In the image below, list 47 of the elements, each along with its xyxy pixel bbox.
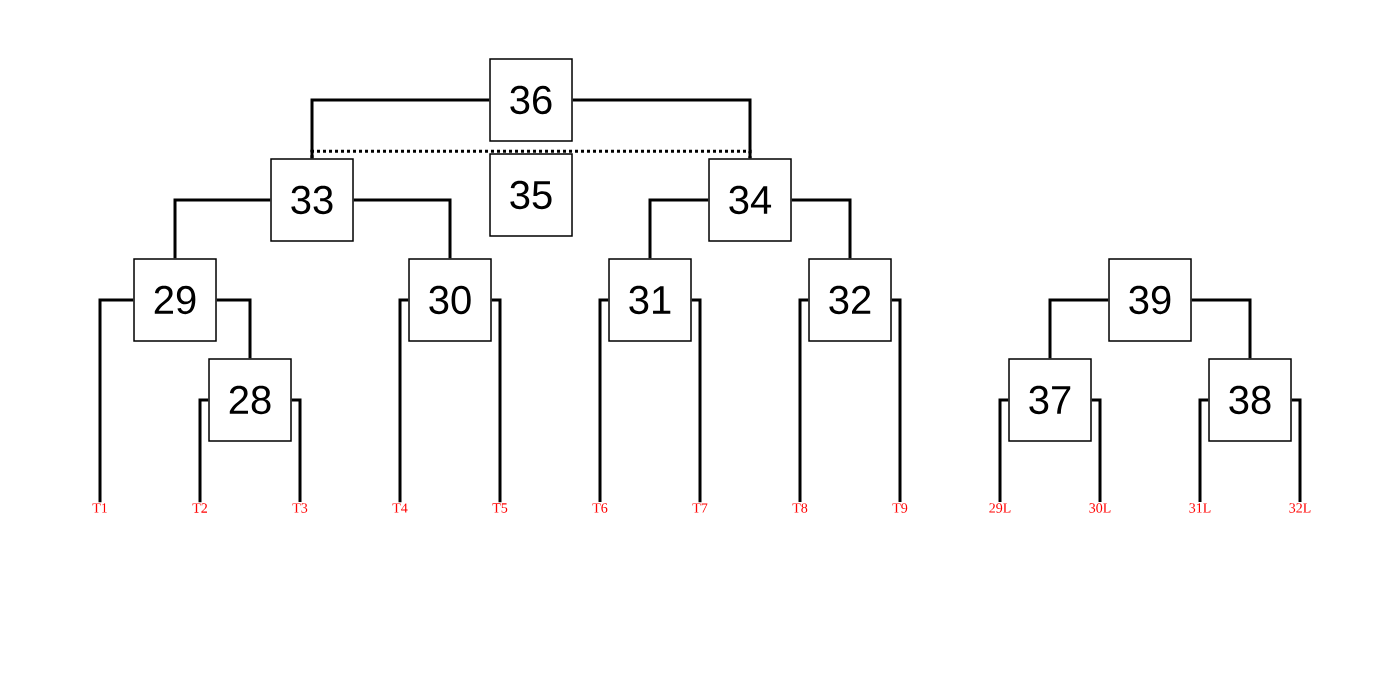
leaf-label: T4 [392,503,408,513]
connector-line [798,298,809,503]
leaf-label: 30L [1089,503,1111,513]
leaf-label: 31L [1189,503,1211,513]
connector-line [998,398,1009,503]
leaf-label: T5 [492,503,508,513]
number-box: 30 [408,258,492,342]
dotted-line [310,149,752,159]
leaf-label: 32L [1289,503,1311,513]
number-box: 34 [708,158,792,242]
connector-line [1048,298,1109,359]
number-box: 28 [208,358,292,442]
connector-line [598,298,609,503]
connector-line [491,298,502,503]
connector-line [98,298,134,503]
connector-line [572,98,752,159]
leaf-label: T7 [692,503,708,513]
number-box: 33 [270,158,354,242]
leaf-label: T2 [192,503,207,513]
connector-line [1291,398,1302,503]
connector-line [648,198,709,259]
leaf-label: T6 [592,503,608,513]
leaf-label: T3 [292,503,308,513]
connector-line [891,298,902,503]
connector-line [691,298,702,503]
connector-line [1091,398,1102,503]
number-box: 37 [1008,358,1092,442]
number-box: 29 [133,258,217,342]
leaf-label: 29L [989,503,1011,513]
number-box: 36 [489,58,573,142]
number-box: 31 [608,258,692,342]
connector-line [173,198,271,259]
leaf-label: T9 [892,503,908,513]
connector-line [1191,298,1252,359]
number-box: 35 [489,153,573,237]
number-box: 32 [808,258,892,342]
connector-line [1198,398,1209,503]
connector-line [216,298,252,359]
number-box: 38 [1208,358,1292,442]
number-box: 39 [1108,258,1192,342]
leaf-label: T1 [92,503,107,513]
connector-line [291,398,302,503]
connector-line [791,198,852,259]
connector-line [353,198,452,259]
connector-line [398,298,409,503]
leaf-label: T8 [792,503,808,513]
connector-line [198,398,209,503]
